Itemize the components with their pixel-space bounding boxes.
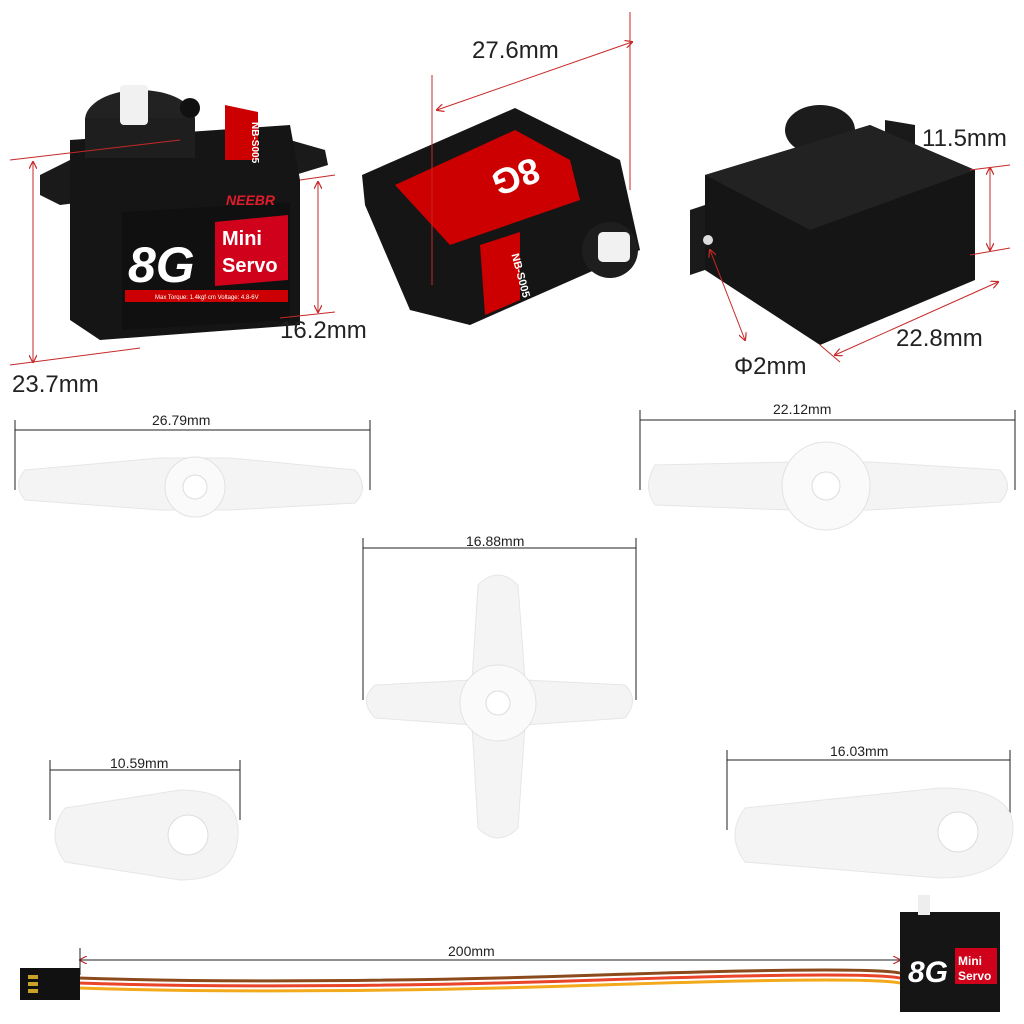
thumb-mini: Mini [958, 954, 982, 968]
thumb-weight-label: 8G [908, 956, 948, 989]
servo-back-view: 11.5mm 22.8mm Φ2mm [690, 105, 1011, 380]
model-label: NB-S005 [249, 122, 260, 164]
horn-cross-label: 16.88mm [466, 533, 524, 549]
horn-double: 22.12mm [639, 401, 1016, 531]
horn-single-long: 16.03mm [726, 743, 1014, 879]
horn-long: 26.79mm [14, 412, 371, 518]
servo-width-label: 22.8mm [896, 325, 983, 352]
servo-height-label: 23.7mm [12, 371, 99, 398]
servo-front-view: NB-S005 NEEBR 8G Mini Servo Max Torque: … [9, 85, 367, 398]
top-output-shaft [598, 232, 630, 262]
brand-logo: NEEBR [226, 192, 276, 208]
horn-long-label: 26.79mm [152, 412, 210, 428]
spec-text: Max Torque: 1.4kgf·cm Voltage: 4.8-6V [155, 295, 259, 301]
horn-single-short-label: 10.59mm [110, 755, 168, 771]
label-mini: Mini [222, 228, 262, 250]
servo-depth-label: 11.5mm [922, 125, 1007, 152]
thumb-servo: Servo [958, 969, 991, 983]
horn-single-long-label: 16.03mm [830, 743, 888, 759]
servo-cable: 200mm 8G Mini Servo [20, 895, 1000, 1012]
horn-single-short: 10.59mm [49, 755, 241, 881]
label-servo: Servo [222, 255, 278, 277]
mount-hole [703, 235, 713, 245]
servo-top-view: 8G NB-S005 27.6mm [362, 12, 640, 325]
cable-length-label: 200mm [448, 943, 495, 959]
output-shaft [120, 85, 148, 125]
servo-body-height-label: 16.2mm [280, 317, 367, 344]
horn-double-label: 22.12mm [773, 401, 831, 417]
horn-cross: 16.88mm [362, 533, 637, 839]
weight-label: 8G [128, 237, 195, 293]
servo-length-label: 27.6mm [472, 37, 559, 64]
mount-hole-label: Φ2mm [734, 353, 806, 380]
